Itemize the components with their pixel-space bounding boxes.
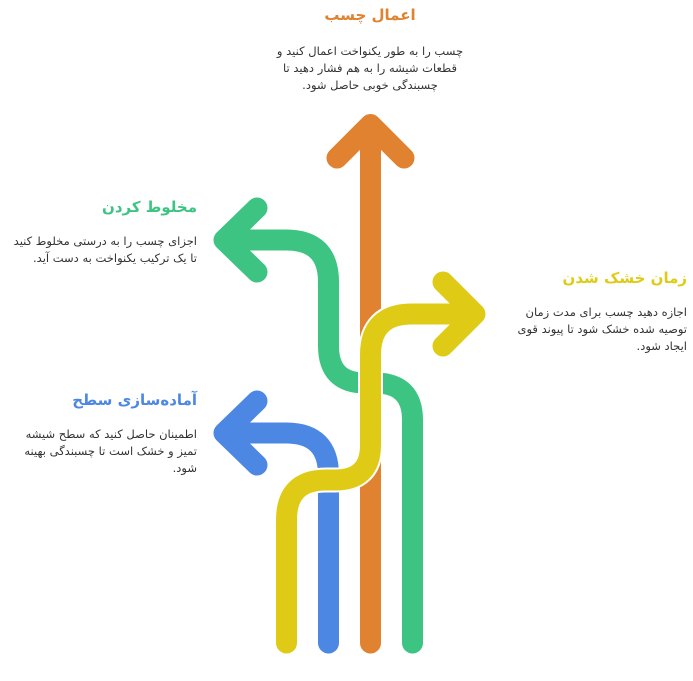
step-mixing: مخلوط کردن اجزای چسب را به درستی مخلوط ک… xyxy=(12,197,197,267)
step-title: مخلوط کردن xyxy=(102,198,197,216)
step-title: زمان خشک شدن xyxy=(562,269,687,287)
step-description: اجزای چسب را به درستی مخلوط کنید تا یک ت… xyxy=(13,234,197,265)
step-drying-time: زمان خشک شدن اجازه دهید چسب برای مدت زما… xyxy=(497,268,687,355)
step-surface-prep: آماده‌سازی سطح اطمینان حاصل کنید که سطح … xyxy=(12,390,197,477)
step-title: اعمال چسب xyxy=(324,6,416,24)
step-description: اطمینان حاصل کنید که سطح شیشه تمیز و خشک… xyxy=(24,427,197,475)
dry-arrow xyxy=(274,271,486,656)
step-description: اجازه دهید چسب برای مدت زمان توصیه شده خ… xyxy=(517,305,687,353)
step-title: آماده‌سازی سطح xyxy=(72,391,197,409)
mix-arrow xyxy=(213,197,423,654)
step-apply-glue: اعمال چسب چسب را به طور یکنواخت اعمال کن… xyxy=(265,5,475,94)
step-description: چسب را به طور یکنواخت اعمال کنید و قطعات… xyxy=(276,44,464,92)
